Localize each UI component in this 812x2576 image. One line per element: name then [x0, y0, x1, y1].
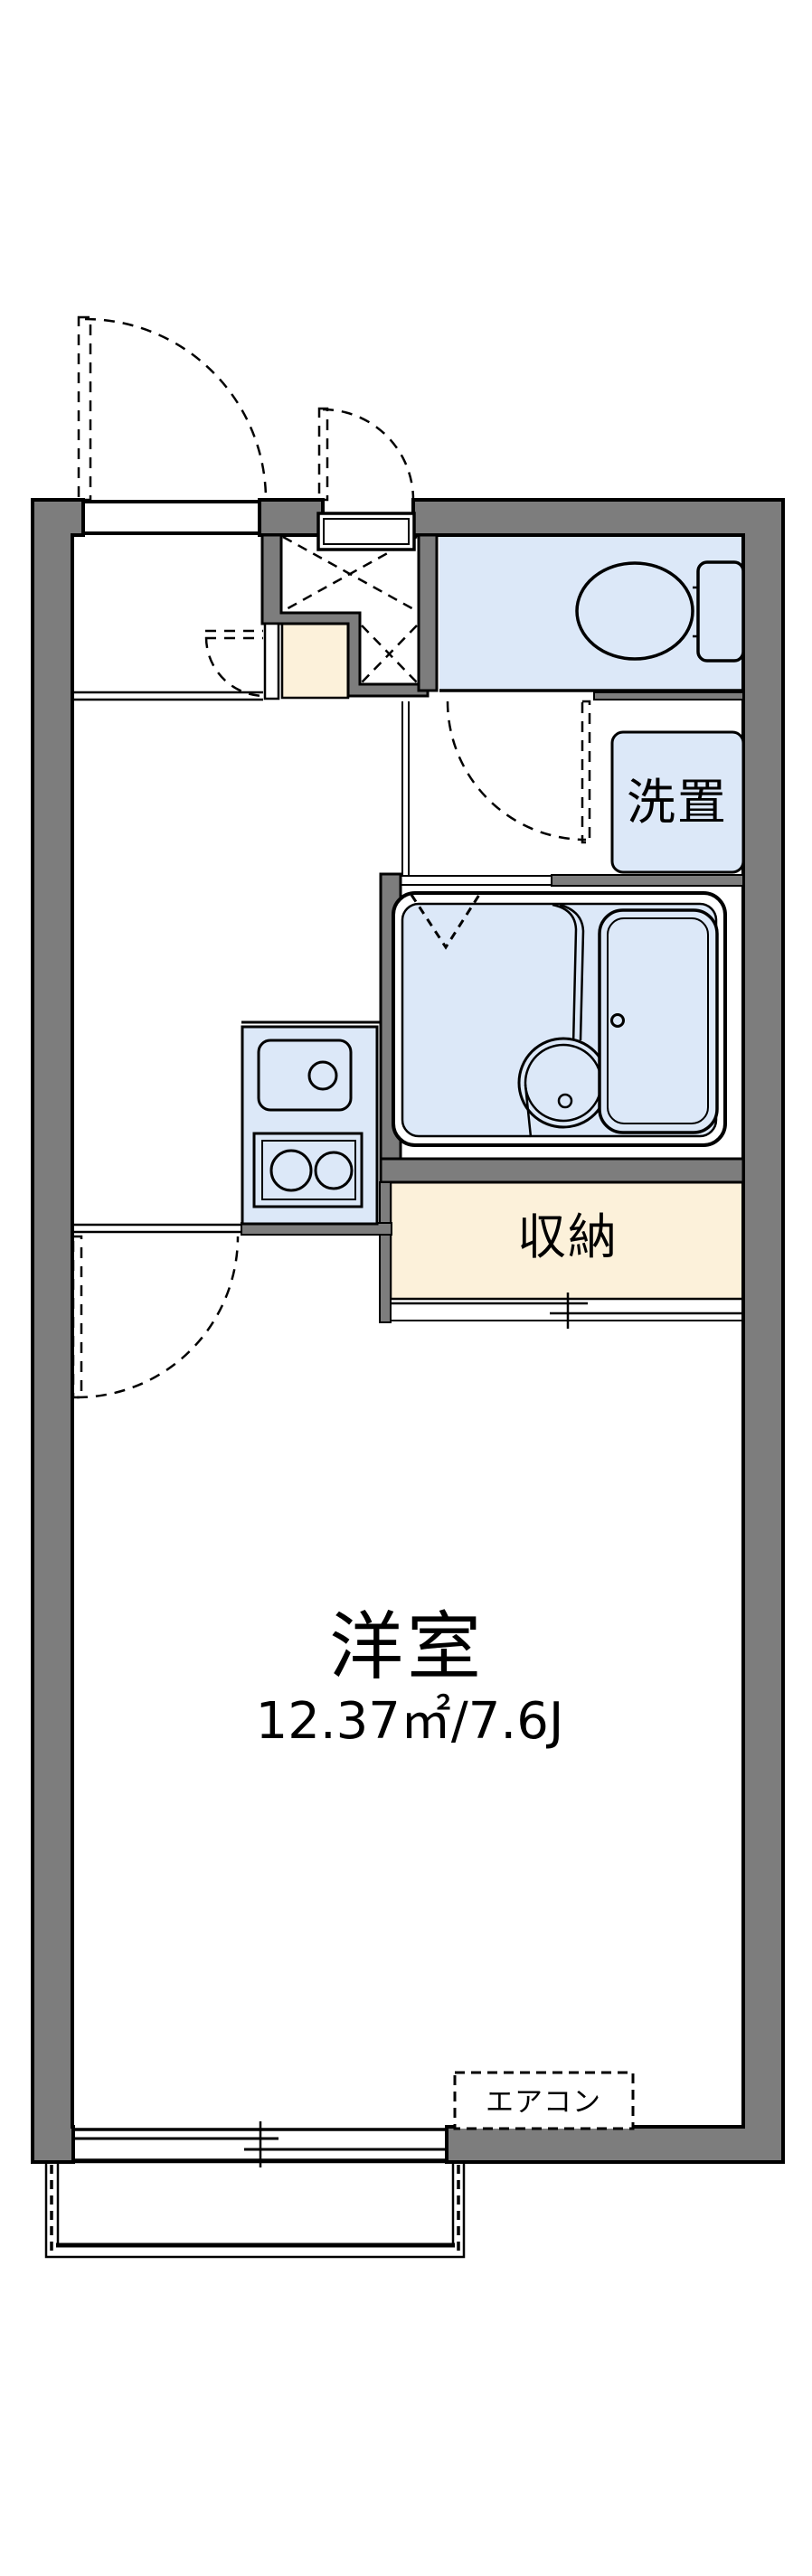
openings — [72, 500, 743, 1234]
toilet-tank-icon — [696, 560, 745, 663]
kitchen-sink-drain-icon — [307, 1060, 338, 1091]
bath-sink-inner-icon — [524, 1043, 603, 1123]
kitchen — [241, 1025, 379, 1226]
washing-machine-pan-icon — [610, 730, 745, 874]
front-window-leaf — [77, 315, 92, 502]
balcony-rail-dashes — [50, 2165, 460, 2252]
entry-door-swing-arc — [322, 408, 415, 501]
right-exterior-wall — [411, 498, 785, 2164]
top-wall-segment — [258, 498, 325, 537]
washer-space: 洗置 — [610, 730, 745, 874]
bathroom-top-stub-wall — [551, 874, 744, 887]
bathroom — [392, 891, 727, 1147]
bath-counter-edge-2 — [559, 903, 585, 1041]
toilet — [446, 560, 745, 844]
aircon-box — [453, 2071, 635, 2130]
genkan-step-floor — [280, 622, 350, 700]
western-room-door — [71, 1235, 240, 1399]
genkan-toilet-wall — [417, 533, 439, 692]
bathtub-inner-rim — [607, 917, 709, 1124]
bathroom-entry-opening — [401, 875, 552, 886]
walls — [31, 498, 785, 2164]
balcony-inner-rails — [56, 2162, 455, 2245]
window-sliding-panels — [73, 2137, 447, 2151]
toilet-bowl-icon — [575, 561, 694, 661]
bottom-window — [73, 2121, 447, 2167]
western-room-area-label: 12.37㎡/7.6J — [256, 1692, 564, 1751]
hall-door-swing-arc — [204, 636, 266, 698]
kitchen-sink-icon — [257, 1039, 353, 1112]
bathroom-bottom-wall — [379, 1157, 745, 1184]
balcony — [44, 2160, 466, 2259]
closet-label: 収納 — [517, 1208, 618, 1265]
room-labels: 洋室 12.37㎡/7.6J 収納 — [256, 1208, 618, 1751]
closet-left-wall — [379, 1181, 392, 1323]
genkan-entry — [77, 315, 418, 700]
toilet-door-swing-arc — [446, 700, 587, 841]
western-room-label: 洋室 — [329, 1604, 485, 1690]
entry-door-slab-inner — [323, 518, 410, 545]
room-door-leaf — [71, 1235, 83, 1399]
washroom-opening — [401, 701, 410, 875]
stove-burner-right-icon — [314, 1151, 354, 1190]
balcony-outline — [44, 2160, 466, 2259]
bath-counter-edge-1 — [552, 903, 578, 1047]
closet-sliding-door — [391, 1293, 743, 1329]
bathtub-faucet-icon — [610, 1013, 625, 1028]
washer-space-label: 洗置 — [627, 774, 728, 831]
hall-door-closed-position — [205, 629, 263, 640]
entry-door-leaf — [317, 407, 329, 502]
top-window — [83, 500, 260, 535]
toilet-door-leaf — [581, 700, 591, 844]
bath-folding-door — [410, 894, 481, 950]
closet-floor — [389, 1180, 745, 1301]
hallway-step-line — [72, 691, 263, 701]
stove-burner-left-icon — [269, 1149, 313, 1192]
toilet-stub-wall — [593, 691, 744, 700]
bath-counter-lower-edge — [524, 1084, 533, 1138]
air-conditioner: エアコン — [453, 2071, 635, 2130]
left-exterior-wall — [31, 498, 85, 2164]
room-door-opening — [72, 1223, 241, 1234]
room-door-swing-arc — [76, 1236, 240, 1399]
front-window-swing-arc — [84, 317, 268, 501]
toilet-connector — [693, 586, 698, 638]
bath-sink-drain-icon — [557, 1093, 573, 1109]
bathtub-icon — [598, 908, 719, 1134]
aircon-label: エアコン — [486, 2086, 601, 2119]
genkan-cross-hatch — [282, 535, 418, 683]
stove-inner — [261, 1140, 356, 1200]
hall-door-leaf — [263, 622, 280, 700]
sliding-door-panels — [391, 1302, 743, 1315]
